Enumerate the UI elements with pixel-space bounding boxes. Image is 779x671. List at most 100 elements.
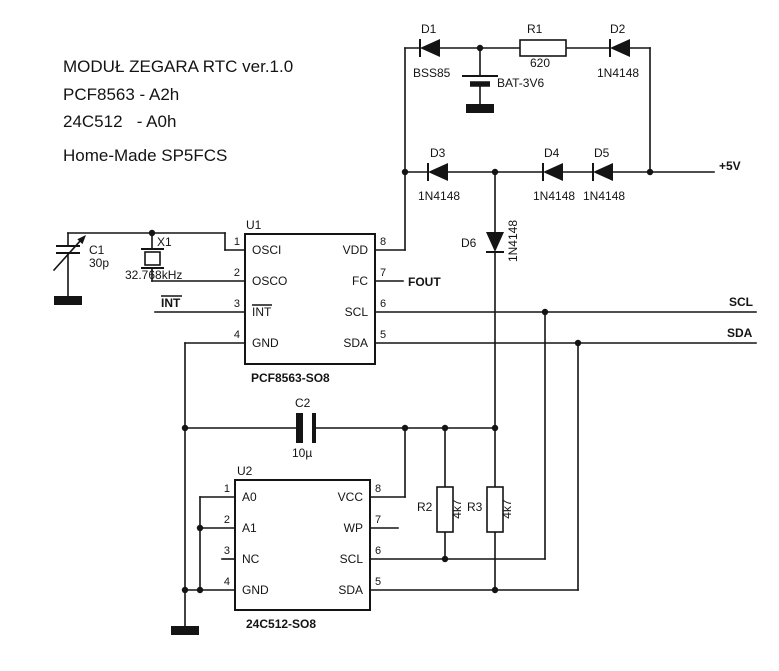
d3-ref-label: D3 xyxy=(430,146,446,160)
d6-ref-label: D6 xyxy=(461,236,477,250)
u2-pin4-name: GND xyxy=(242,583,269,597)
u2-pin5-name: SDA xyxy=(338,583,363,597)
resistor-r2: R2 4k7 xyxy=(417,486,464,533)
d3-value-label: 1N4148 xyxy=(418,189,460,203)
d1-ref-label: D1 xyxy=(421,22,437,36)
trimmer-arrow-head xyxy=(77,235,86,245)
u2-pin5-number: 5 xyxy=(375,576,381,588)
c2-value-label: 10µ xyxy=(292,446,312,460)
capacitor-c1: C1 30p xyxy=(52,235,109,305)
u2-pin6-name: SCL xyxy=(340,552,364,566)
u2-ref-label: U2 xyxy=(237,464,253,478)
net-label-fout: FOUT xyxy=(408,275,441,289)
resistor-r3-symbol xyxy=(486,486,504,533)
d1-value-label: BSS85 xyxy=(413,66,451,80)
trimmer-arrow xyxy=(52,238,83,272)
title-line-1: MODUŁ ZEGARA RTC ver.1.0 xyxy=(63,57,293,76)
ground-icon xyxy=(171,626,199,635)
u1-pin1-number: 1 xyxy=(234,236,240,248)
title-block: MODUŁ ZEGARA RTC ver.1.0 PCF8563 - A2h 2… xyxy=(63,57,293,165)
chip-u1-body xyxy=(244,233,376,365)
u2-pin3-number: 3 xyxy=(224,545,230,557)
x1-ref-label: X1 xyxy=(157,235,172,249)
u2-pin6-number: 6 xyxy=(375,545,381,557)
capacitor-c2-plate-left xyxy=(296,413,303,443)
r2-value-label: 4k7 xyxy=(450,499,464,519)
diode-d5: D5 1N4148 xyxy=(583,146,625,203)
capacitor-c2: C2 10µ xyxy=(292,396,316,460)
title-line-2: PCF8563 - A2h xyxy=(63,85,179,104)
c1-value-label: 30p xyxy=(89,256,109,270)
svg-text:INT: INT xyxy=(161,296,181,310)
resistor-r2-symbol xyxy=(436,486,454,533)
diode-d6-symbol xyxy=(486,232,504,252)
u2-pin8-name: VCC xyxy=(338,490,364,504)
u1-pin7-number: 7 xyxy=(380,267,386,279)
chip-u2-body xyxy=(234,479,371,611)
u2-pin1-name: A0 xyxy=(242,490,257,504)
diode-d3-symbol xyxy=(428,163,448,181)
u2-pin7-name: WP xyxy=(344,521,363,535)
wires xyxy=(67,47,757,627)
resistor-r1: R1 620 xyxy=(519,22,567,70)
u1-pin5-number: 5 xyxy=(380,329,386,341)
d5-value-label: 1N4148 xyxy=(583,189,625,203)
battery-value-label: BAT-3V6 xyxy=(497,76,544,90)
battery-bat3v6: BAT-3V6 xyxy=(462,75,544,113)
diode-d5-symbol xyxy=(593,163,613,181)
c2-ref-label: C2 xyxy=(295,396,311,410)
u2-pin8-number: 8 xyxy=(375,483,381,495)
u1-pin3-number: 3 xyxy=(234,298,240,310)
diode-d4: D4 1N4148 xyxy=(533,146,575,203)
diode-d1: D1 BSS85 xyxy=(413,22,451,80)
chip-u1: U1 PCF8563-SO8 1 2 3 4 OSCI OSCO INT GND… xyxy=(234,218,386,385)
u2-part-label: 24C512-SO8 xyxy=(246,617,316,631)
r2-ref-label: R2 xyxy=(417,500,433,514)
diode-d3: D3 1N4148 xyxy=(418,146,460,203)
u2-pin1-number: 1 xyxy=(224,483,230,495)
net-label-5v: +5V xyxy=(719,159,741,173)
resistor-r1-symbol xyxy=(519,39,567,57)
chip-u2: U2 24C512-SO8 1 2 3 4 A0 A1 NC GND 8 7 6… xyxy=(224,464,381,631)
u1-pin3-name: INT xyxy=(252,305,272,319)
u1-pin1-name: OSCI xyxy=(252,243,281,257)
u1-pin6-name: SCL xyxy=(345,305,369,319)
crystal-x1: X1 32.768kHz xyxy=(125,235,182,282)
crystal-x1-symbol xyxy=(144,251,161,266)
r1-value-label: 620 xyxy=(530,56,550,70)
u1-pin6-number: 6 xyxy=(380,298,386,310)
d6-value-label: 1N4148 xyxy=(506,220,520,262)
d4-ref-label: D4 xyxy=(544,146,560,160)
d2-value-label: 1N4148 xyxy=(597,66,639,80)
u1-pin2-name: OSCO xyxy=(252,274,287,288)
title-line-3: 24C512 - A0h xyxy=(63,112,176,131)
ground-icon xyxy=(466,104,494,113)
u1-pin2-number: 2 xyxy=(234,267,240,279)
title-line-4: Home-Made SP5FCS xyxy=(63,146,227,165)
net-label-sda: SDA xyxy=(727,326,753,340)
u2-pin4-number: 4 xyxy=(224,576,230,588)
diode-d6: D6 1N4148 xyxy=(461,220,520,262)
ground-icon xyxy=(54,296,82,305)
x1-value-label: 32.768kHz xyxy=(125,268,182,282)
d5-ref-label: D5 xyxy=(594,146,610,160)
u1-pin5-name: SDA xyxy=(343,336,368,350)
u1-pin4-number: 4 xyxy=(234,329,240,341)
diode-d2-symbol xyxy=(610,39,630,57)
u1-pin8-number: 8 xyxy=(380,236,386,248)
u1-pin7-name: FC xyxy=(352,274,368,288)
u2-pin7-number: 7 xyxy=(375,514,381,526)
junction-dots xyxy=(148,44,654,594)
diode-d1-symbol xyxy=(420,39,440,57)
u1-pin4-name: GND xyxy=(252,336,279,350)
net-label-scl: SCL xyxy=(729,295,753,309)
u2-pin3-name: NC xyxy=(242,552,260,566)
r3-ref-label: R3 xyxy=(467,500,483,514)
resistor-r3: R3 4k7 xyxy=(467,486,514,533)
u1-pin8-name: VDD xyxy=(343,243,369,257)
net-label-int: INT xyxy=(161,295,182,310)
diode-d4-symbol xyxy=(543,163,563,181)
d4-value-label: 1N4148 xyxy=(533,189,575,203)
